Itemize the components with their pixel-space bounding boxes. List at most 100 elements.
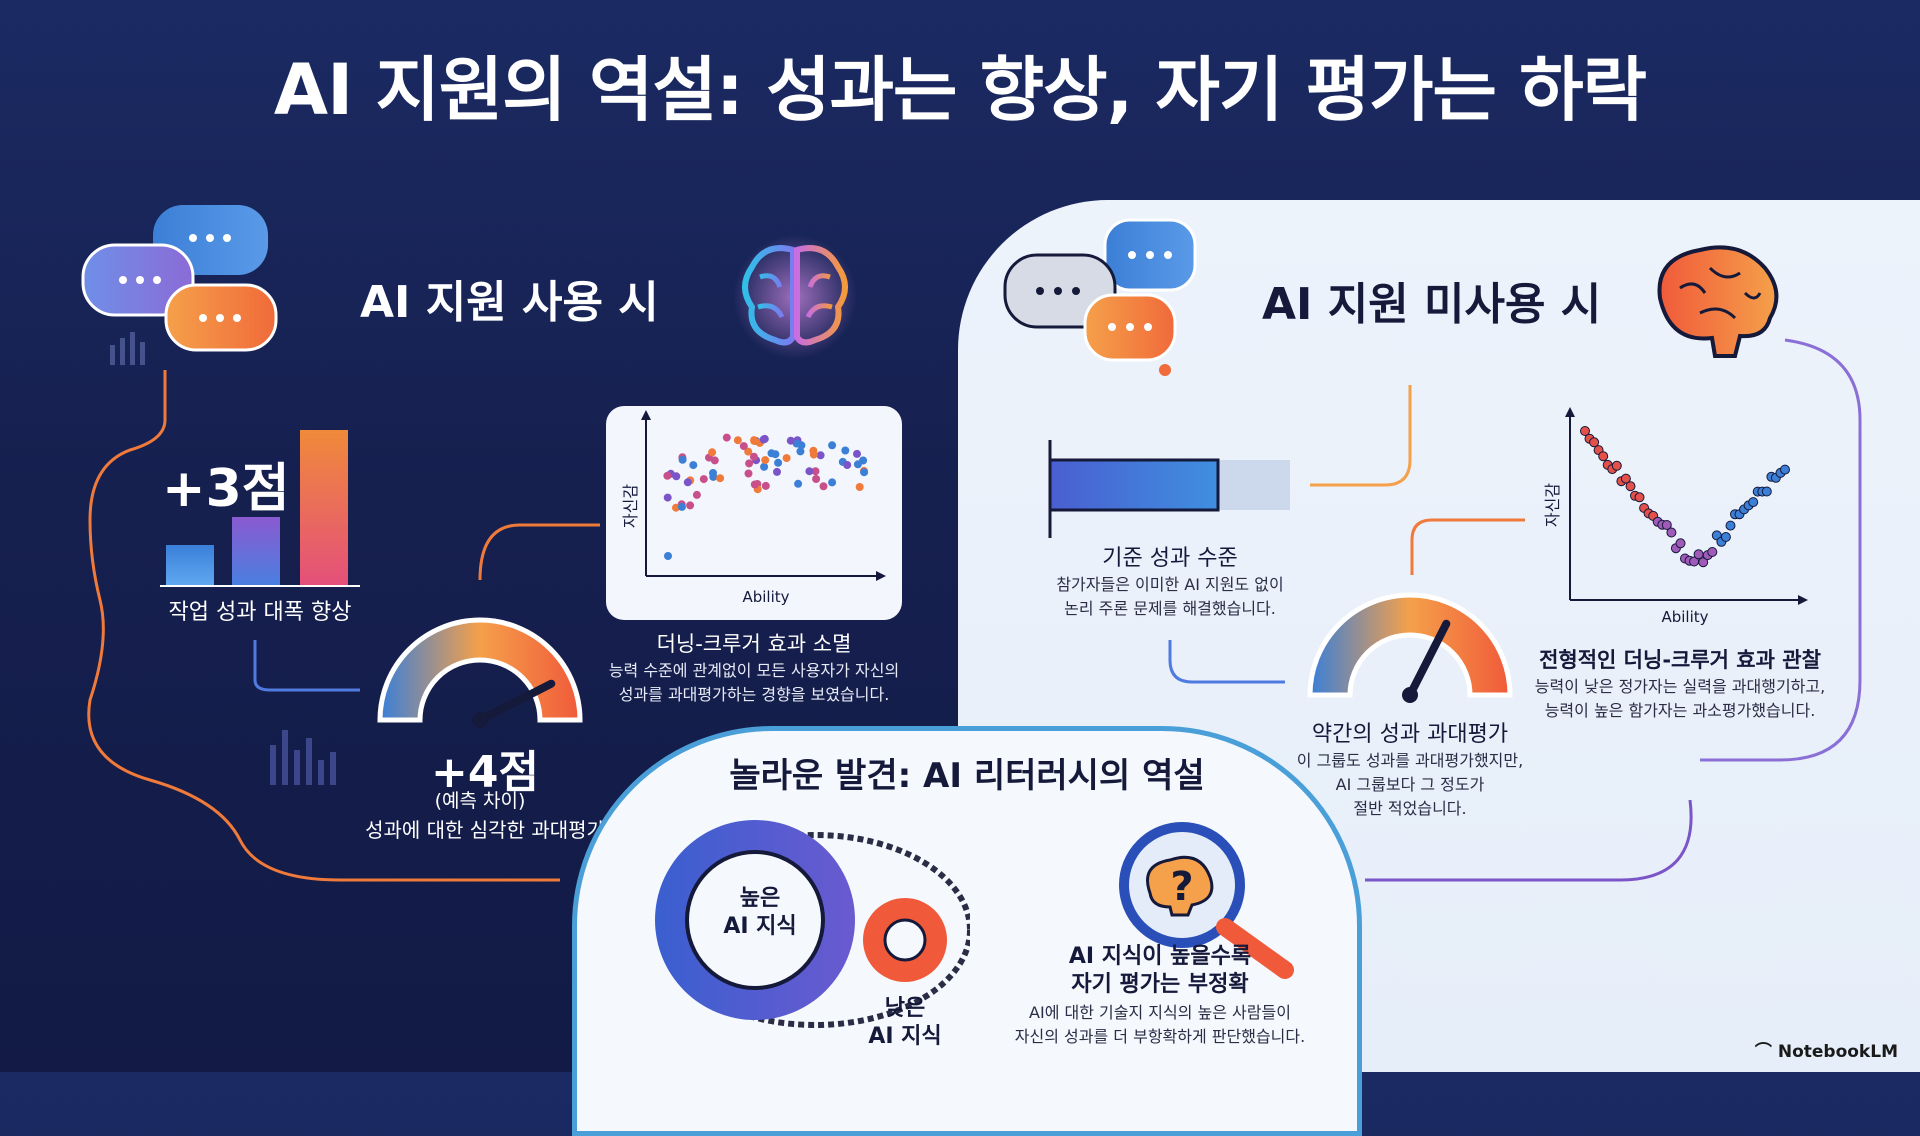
gauge-value: +4점 <box>431 747 539 798</box>
scatter-point <box>686 501 695 510</box>
bar-caption: 작업 성과 대폭 향상 <box>168 600 352 625</box>
scatter-point <box>744 469 753 478</box>
scatter-point <box>816 451 825 460</box>
baseline-desc-1: 참가자들은 이미한 AI 지원도 없이 <box>1056 575 1284 594</box>
scatter-point <box>689 461 698 470</box>
scatter-point <box>860 468 869 477</box>
right-scatter-plot: 자신감 Ability <box>1543 407 1808 625</box>
scatter-point <box>749 452 758 461</box>
right-heading: AI 지원 미사용 시 <box>1262 279 1602 330</box>
scatter-point <box>722 433 731 442</box>
left-scatter-title: 더닝-크루거 효과 소멸 <box>656 632 852 656</box>
scatter-point <box>1589 437 1600 448</box>
scatter-point <box>744 447 753 456</box>
left-scatter-plot: 자신감 Ability <box>621 410 886 606</box>
scatter-point <box>774 458 783 467</box>
left-scatter-xlabel: Ability <box>742 588 789 606</box>
scatter-point <box>1707 547 1718 557</box>
scatter-point <box>1620 473 1631 484</box>
right-gauge-title: 약간의 성과 과대평가 <box>1311 722 1509 747</box>
scatter-point <box>819 482 828 491</box>
right-scatter-title: 전형적인 더닝-크루거 효과 관찰 <box>1539 648 1821 672</box>
brain-glowing-icon <box>733 235 857 359</box>
baseline-desc-2: 논리 주론 문제를 해결했습니다. <box>1064 599 1276 618</box>
gauge-sub: (예측 차이) <box>434 790 526 812</box>
finding-line-1: AI 지식이 높을수록 <box>1068 944 1252 969</box>
brain-icon <box>1657 245 1779 358</box>
right-gauge-desc-2: AI 그룹보다 그 정도가 <box>1335 775 1485 794</box>
scatter-point <box>750 436 759 445</box>
right-decoration-lines <box>1168 234 1862 882</box>
scatter-point <box>663 493 672 502</box>
big-gear-label-1: 높은 <box>739 886 781 911</box>
chat-bubbles-icon-right <box>1003 218 1197 376</box>
scatter-point <box>1634 492 1645 503</box>
scatter-point <box>796 447 805 456</box>
scatter-point <box>828 478 837 487</box>
scatter-point <box>1598 451 1609 462</box>
scatter-point <box>1666 527 1677 538</box>
scatter-point <box>843 461 852 469</box>
scatter-point <box>677 502 686 511</box>
scatter-point <box>761 481 770 490</box>
scatter-point <box>853 449 861 458</box>
chat-bubbles-icon <box>81 205 278 352</box>
scatter-point <box>1780 464 1790 475</box>
scatter-point <box>739 442 748 451</box>
scatter-point <box>855 483 864 491</box>
scatter-point <box>1761 486 1772 497</box>
left-scatter-ylabel: 자신감 <box>621 484 640 528</box>
scatter-point <box>786 436 795 445</box>
scatter-point <box>1675 538 1686 549</box>
gears-chain-icon <box>655 820 970 1028</box>
scatter-point <box>664 552 672 560</box>
logo-text: NotebookLM <box>1777 1042 1898 1062</box>
left-heading: AI 지원 사용 시 <box>360 277 659 328</box>
bar-3 <box>300 430 348 585</box>
small-gear-label-1: 낮은 <box>884 996 926 1021</box>
bottom-heading: 놀라운 발견: AI 리터러시의 역설 <box>729 756 1205 796</box>
big-gear-label-2: AI 지식 <box>723 914 797 939</box>
scatter-point <box>811 467 820 476</box>
scatter-point <box>1580 426 1590 436</box>
finding-line-2: 자기 평가는 부정확 <box>1071 972 1249 997</box>
performance-bar-chart <box>160 430 360 587</box>
scatter-point <box>678 455 687 464</box>
right-scatter-xlabel: Ability <box>1661 608 1708 625</box>
scatter-point <box>1661 520 1672 530</box>
scatter-point <box>809 450 818 459</box>
right-scatter-ylabel: 자신감 <box>1543 483 1562 527</box>
finding-desc-1: AI에 대한 기술지 지식의 높은 사람들이 <box>1029 1003 1291 1022</box>
slight-overestimation-gauge <box>1307 592 1513 703</box>
scatter-point <box>841 446 850 455</box>
left-scatter-desc-1: 능력 수준에 관계없이 모든 사용자가 자신의 <box>608 661 900 680</box>
scatter-point <box>853 460 862 469</box>
left-scatter-card: 자신감 Ability <box>606 406 902 620</box>
background-decoration <box>87 234 710 882</box>
svg-text:?: ? <box>1170 864 1193 910</box>
scatter-point <box>699 475 708 484</box>
scatter-point <box>1720 532 1731 542</box>
right-gauge-desc-1: 이 그룹도 성과를 과대평가했지만, <box>1296 751 1524 770</box>
scatter-point <box>672 472 681 481</box>
scatter-point <box>761 456 770 465</box>
scatter-point <box>773 467 781 476</box>
right-scatter-desc-2: 능력이 높은 함가자는 과소평가했습니다. <box>1544 701 1816 720</box>
bar-value-label: +3점 <box>162 459 290 519</box>
logo-icon: ⌒ <box>1754 1042 1778 1062</box>
scatter-point <box>797 441 806 450</box>
gauge-caption: 성과에 대한 심각한 과대평가 <box>365 818 605 842</box>
page-title: AI 지원의 역설: 성과는 향상, 자기 평가는 하락 <box>273 49 1647 131</box>
scatter-point <box>805 467 814 476</box>
scatter-point <box>1611 460 1622 471</box>
scatter-point <box>672 503 680 512</box>
overestimation-gauge <box>377 617 583 728</box>
baseline-title: 기준 성과 수준 <box>1102 546 1238 571</box>
right-scatter-desc-1: 능력이 낮은 정가자는 실력을 과대행기하고, <box>1534 677 1826 696</box>
scatter-point <box>794 479 803 488</box>
magnifier-brain-question-icon: ? <box>1119 822 1294 979</box>
scatter-point <box>745 459 754 468</box>
scatter-point <box>1748 497 1759 508</box>
scatter-point <box>716 474 725 483</box>
scatter-point <box>750 480 759 489</box>
